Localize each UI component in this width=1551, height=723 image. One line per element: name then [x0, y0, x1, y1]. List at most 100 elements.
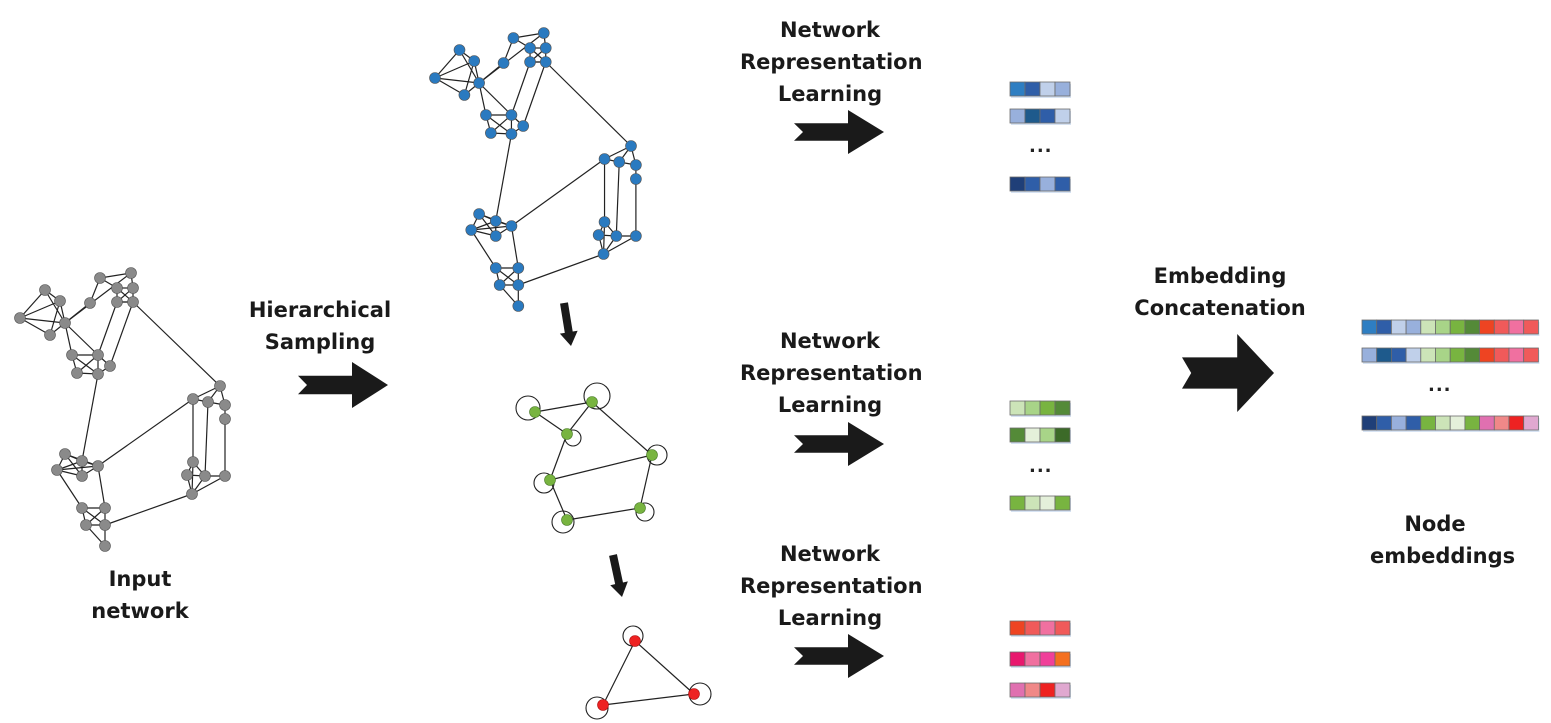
graph-node	[537, 27, 550, 39]
graph-edge	[545, 61, 632, 147]
graph-edge	[510, 61, 531, 116]
vector-cell	[1054, 620, 1071, 636]
vector-cell	[1479, 319, 1495, 335]
graph-node	[181, 469, 193, 481]
vector-cell	[1039, 400, 1056, 416]
graph-node	[44, 329, 56, 341]
graph-edge	[434, 49, 460, 79]
graph-node	[199, 470, 211, 482]
graph-node	[493, 279, 506, 291]
graph-node	[613, 156, 626, 168]
graph-node	[489, 215, 502, 227]
vector-cell	[1420, 319, 1436, 335]
input-network-label: Input network	[90, 563, 190, 627]
graph-edge	[64, 272, 132, 324]
ellipsis-level1: ...	[1029, 136, 1053, 157]
graph-edge	[602, 640, 636, 706]
graph-edge	[204, 401, 209, 477]
graph-node	[688, 688, 700, 700]
vector-cell	[1024, 427, 1041, 443]
graph-edge	[97, 301, 118, 356]
vector-cell	[1391, 415, 1407, 431]
graph-node	[512, 262, 525, 274]
vector-cell	[1361, 415, 1378, 431]
vector-cell	[1054, 651, 1071, 667]
vector-cell	[1449, 415, 1466, 431]
arrows	[298, 110, 1274, 678]
vector-cell	[1493, 415, 1510, 431]
vector-cell	[1435, 347, 1451, 363]
graph-edge	[534, 401, 593, 413]
embedding-concatenation-label: Embedding Concatenation	[1130, 260, 1310, 324]
graph-node	[76, 470, 88, 482]
graph-edge	[44, 289, 66, 324]
vector-cell	[1009, 81, 1026, 97]
vector-cell	[1009, 427, 1026, 443]
vector-cell	[1464, 319, 1481, 335]
vector-cell	[1024, 81, 1041, 97]
graph-edge	[549, 433, 568, 481]
graph-edge	[64, 322, 99, 356]
graph-edge	[81, 373, 99, 462]
graph-edge	[511, 158, 605, 227]
arrow-down-level2-to-level3	[609, 554, 628, 597]
graph-node	[127, 296, 139, 308]
graph-node	[186, 488, 198, 500]
ellipsis-level2: ...	[1029, 456, 1053, 477]
graph-node	[597, 248, 610, 260]
self-loop	[585, 696, 609, 720]
nrl-label-level1-line3: Learning	[777, 82, 883, 106]
ellipsis-concatenated: ...	[1428, 375, 1452, 396]
arrow-hierarchical-sampling	[298, 362, 388, 408]
graph-node	[524, 42, 536, 54]
vector-cell	[1009, 400, 1026, 416]
hierarchical-sampling-label: Hierarchical Sampling	[245, 294, 395, 358]
hierarchical-sampling-label-line2: Sampling	[264, 330, 376, 354]
graph-node	[586, 396, 598, 408]
graph-edge	[458, 49, 480, 84]
vector-cell	[1054, 682, 1071, 698]
input-network-label-line1: Input	[108, 567, 172, 591]
embedding-vector-level1	[1009, 176, 1071, 193]
embedding-vector-level1	[1009, 81, 1071, 98]
vector-cell	[1449, 347, 1466, 363]
graph-node	[127, 282, 139, 294]
graph-edge	[549, 454, 653, 481]
vector-cell	[1420, 347, 1436, 363]
vector-cell	[1024, 400, 1041, 416]
graph-edge	[534, 411, 568, 435]
vector-cell	[1479, 415, 1495, 431]
graph-node	[625, 140, 637, 152]
graph-node	[561, 514, 573, 526]
vector-cell	[1376, 415, 1392, 431]
embedding-vector-level1	[1009, 108, 1071, 125]
graph-node	[104, 360, 116, 372]
graph-edge	[603, 235, 637, 255]
graph-node	[485, 127, 497, 139]
input-network-label-line2: network	[91, 599, 189, 623]
graph-node	[202, 396, 214, 408]
vector-cell	[1523, 319, 1539, 335]
graph-node	[505, 220, 518, 232]
vector-cell	[1054, 108, 1071, 124]
graph-edge	[470, 229, 497, 269]
graph-node	[76, 455, 88, 467]
graph-node	[468, 55, 481, 67]
graph-node	[598, 216, 611, 228]
graph-edge	[639, 454, 653, 509]
graph-edge	[97, 398, 194, 467]
graph-node	[507, 32, 520, 44]
graph-edge	[634, 640, 695, 695]
vector-cell	[1039, 81, 1056, 97]
vector-cell	[1464, 415, 1481, 431]
arrow-nrl-level3	[794, 634, 884, 678]
graph-node	[473, 208, 485, 220]
nrl-label-level3-line2: Representation	[740, 574, 923, 598]
vector-cell	[1523, 415, 1539, 431]
graph-node	[84, 297, 96, 309]
graph-edge	[566, 401, 593, 435]
vector-cell	[1376, 347, 1392, 363]
graph-node	[66, 349, 78, 361]
vector-cell	[1479, 347, 1495, 363]
